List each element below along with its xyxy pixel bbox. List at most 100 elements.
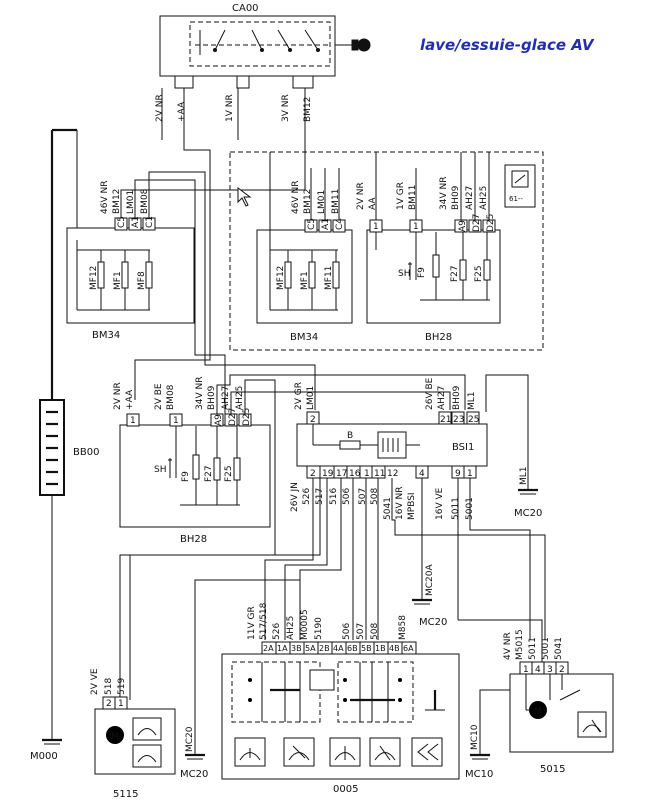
- bsi1-bpin-19: 19: [322, 469, 334, 479]
- bm34l-fuse-mf8: MF8: [137, 271, 147, 290]
- bm34r-wire-bm11: BM11: [331, 189, 341, 214]
- rewind-icon: [417, 743, 439, 761]
- bsi1-bwire-516: 516: [329, 488, 339, 505]
- svg-text:M: M: [534, 707, 542, 717]
- washer-pump-5115: M 5115: [94, 696, 176, 800]
- bsi1-module: B BSI1: [296, 411, 488, 479]
- bh28r-wire-1vgr: 1V GR: [396, 182, 406, 210]
- bm34l-fuse-mf12: MF12: [89, 266, 99, 290]
- bh28l-wire-ah27: AH27: [221, 386, 231, 410]
- c0005-wire-507: 507: [356, 623, 366, 640]
- bsi1-bwire-16vve: 16V VE: [435, 487, 445, 520]
- bm34r-pin-a1: A1: [321, 218, 331, 230]
- ca00-wire-aa: +AA: [177, 101, 187, 122]
- ca00-wire-bm12: BM12: [303, 97, 313, 122]
- bsi1-bpin-2: 2: [310, 469, 316, 479]
- bh28r-pin-1b: 1: [413, 222, 419, 232]
- bh28l-sh: SH: [154, 465, 166, 475]
- bsi1-pin-23: 23: [453, 415, 464, 425]
- bh28r-fuse-f25: F25: [474, 265, 484, 282]
- bh28r-pin-a9: A9: [458, 220, 468, 232]
- ca00-wire-2vnr: 2V NR: [155, 94, 165, 122]
- bh28r-pin-d25: D25: [486, 214, 496, 232]
- ground-mc20-c-label: MC20: [180, 769, 208, 780]
- bh28l-pin-d27: D27: [228, 408, 238, 426]
- key-icon: [335, 38, 371, 52]
- bsi1-bwire-mpbsi: MPBSI: [407, 492, 417, 520]
- bsi1-bpin-1: 1: [364, 469, 370, 479]
- bh28l-wire-34vnr: 34V NR: [195, 377, 205, 410]
- c0005-pin-5b: 5B: [361, 644, 372, 653]
- bsi1-bpin-1b: 1: [467, 469, 473, 479]
- bh28r-wire-bm11: BM11: [408, 185, 418, 210]
- bsi1-pin-21: 21: [440, 415, 451, 425]
- bh28l-wire-aa: +AA: [125, 389, 135, 410]
- bm34-right-box: BM34: [256, 152, 353, 343]
- bh28r-pin-1a: 1: [373, 222, 379, 232]
- wiper-intermittent-icon: [288, 745, 310, 761]
- bh28l-pin-1a: 1: [130, 416, 136, 426]
- bsi1-bwire-5011: 5011: [451, 497, 461, 520]
- bsi1-bpin-9: 9: [455, 469, 461, 479]
- c0005-wire-5190: 5190: [314, 617, 324, 640]
- bsi1-bwire-26vjn: 26V JN: [290, 482, 300, 512]
- bh28l-wire-bm08: BM08: [166, 384, 176, 410]
- bsi1-wire-ml1: ML1: [467, 391, 477, 410]
- c5015-pin-1: 1: [523, 665, 529, 675]
- bm34l-wire-lm01: LM01: [126, 190, 136, 214]
- bsi1-bwire-526: 526: [302, 488, 312, 505]
- bm34r-pin-c4: C4: [335, 218, 345, 230]
- ground-mc10-label: MC10: [465, 769, 493, 780]
- c5015-wire-5041: 5041: [554, 637, 564, 660]
- bm34l-fuse-mf1: MF1: [113, 271, 123, 290]
- bsi1-bpin-16: 16: [349, 469, 361, 479]
- bh28-right-label: BH28: [425, 332, 452, 343]
- c0005-pin-6b: 6B: [347, 644, 358, 653]
- bm34l-pin-c5: C5: [117, 216, 127, 228]
- bsi1-pin-2: 2: [310, 415, 316, 425]
- c0005-pin-1a: 1A: [277, 644, 288, 653]
- bm34r-wire-46vnr: 46V NR: [291, 181, 301, 214]
- bh28r-wire-ah27: AH27: [465, 186, 475, 210]
- bh28l-wire-2vbe: 2V BE: [154, 383, 164, 410]
- bh28r-fuse-f27: F27: [450, 265, 460, 282]
- bsi1-bwire-507: 507: [358, 488, 368, 505]
- bsi1-wire-ah27: AH27: [437, 386, 447, 410]
- c0005-pin-5a: 5A: [305, 644, 316, 653]
- c5115-pin-1: 1: [118, 699, 124, 709]
- bh28l-wire-bh09: BH09: [207, 385, 217, 410]
- ca00-wire-1vnr: 1V NR: [225, 94, 235, 122]
- bsi1-wire-2vgr: 2V GR: [294, 382, 304, 410]
- bh28l-pin-d25: D25: [242, 408, 252, 426]
- ground-ml1: ML1 MC20: [514, 466, 542, 519]
- ground-mc10: MC10 MC10: [465, 724, 493, 780]
- bm34r-pin-c5: C5: [307, 218, 317, 230]
- front-washer-icon: [137, 728, 157, 736]
- bsi1-wire-lm01: LM01: [306, 386, 316, 410]
- bh28r-wire-34vnr: 34V NR: [439, 177, 449, 210]
- bsi1-bpin-4: 4: [419, 469, 425, 479]
- ground-ml1-label: ML1: [519, 466, 529, 485]
- bh28-left-box: SH BH28: [119, 413, 271, 545]
- c0005-pin-4a: 4A: [333, 644, 344, 653]
- svg-text:M: M: [111, 732, 119, 742]
- wiper-motor-5015: M 5015: [509, 661, 614, 775]
- ca00-wire-3vnr: 3V NR: [281, 94, 291, 122]
- c5015-wire-m5015: M5015: [515, 629, 525, 660]
- bm34l-pin-c1: C1: [145, 216, 155, 228]
- bm34r-fuse-mf12: MF12: [276, 266, 286, 290]
- c5015-pin-3: 3: [547, 665, 553, 675]
- c5115-wire-2vve: 2V VE: [90, 668, 100, 695]
- bsi1-fuse-b: B: [347, 431, 353, 441]
- variant-dashed-frame: [229, 151, 544, 351]
- bh28l-pin-a9: A9: [214, 414, 224, 426]
- bm34r-fuse-mf11: MF11: [324, 266, 334, 290]
- ca00-label: CA00: [232, 3, 259, 14]
- svg-text:61--: 61--: [509, 195, 523, 203]
- bm34l-wire-bm12: BM12: [112, 189, 122, 214]
- c5015-wire-5011: 5011: [528, 637, 538, 660]
- bsi1-bpin-11: 11: [374, 469, 385, 479]
- bh28-right-box: SH BH28: [366, 152, 501, 343]
- c5115-wire-519: 519: [117, 678, 127, 695]
